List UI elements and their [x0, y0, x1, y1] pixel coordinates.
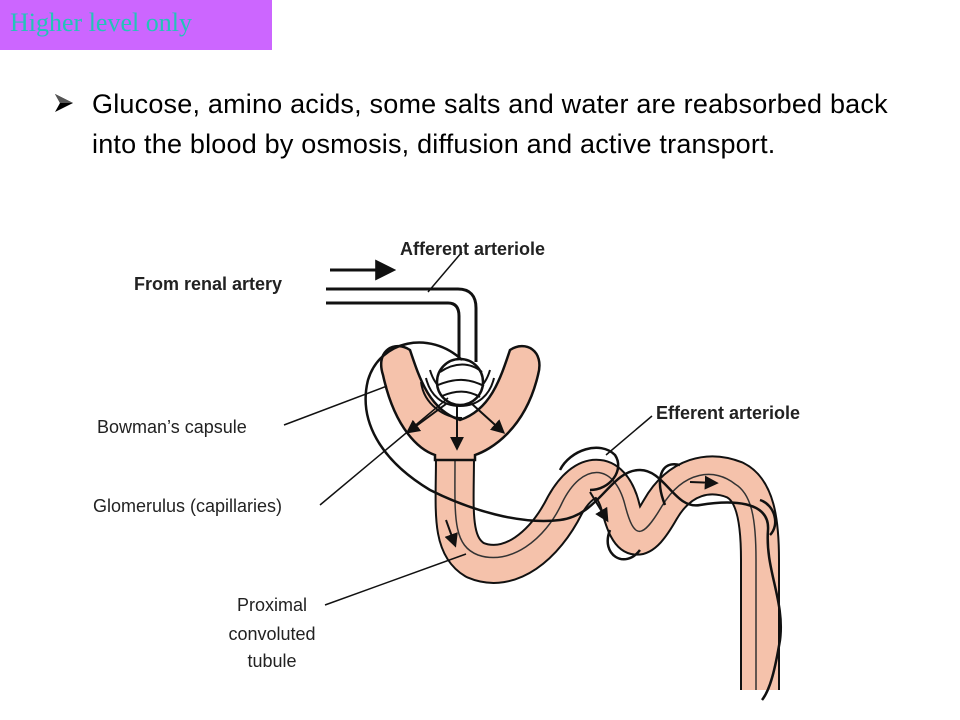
proximal-convoluted-tubule	[434, 454, 780, 690]
label-bowmans-capsule: Bowman’s capsule	[97, 417, 247, 437]
label-proximal-line3: tubule	[247, 651, 296, 671]
bullet-point: Glucose, amino acids, some salts and wat…	[52, 84, 922, 164]
label-proximal-line2: convoluted	[228, 624, 315, 644]
label-proximal-line1: Proximal	[237, 595, 307, 615]
glomerulus	[420, 357, 495, 419]
label-glomerulus: Glomerulus (capillaries)	[93, 496, 282, 516]
label-afferent-arteriole: Afferent arteriole	[400, 239, 545, 259]
arrow-bullet-icon	[55, 94, 73, 112]
efferent-arteriole	[364, 341, 783, 701]
flow-arrows	[444, 475, 719, 548]
higher-level-badge: Higher level only	[0, 0, 272, 50]
leader-lines	[283, 251, 653, 606]
label-efferent-arteriole: Efferent arteriole	[656, 403, 800, 423]
afferent-arteriole	[326, 287, 478, 362]
bullet-text: Glucose, amino acids, some salts and wat…	[92, 89, 888, 159]
label-from-renal-artery: From renal artery	[134, 274, 282, 294]
filtration-arrows	[405, 403, 506, 451]
badge-label: Higher level only	[10, 8, 192, 37]
